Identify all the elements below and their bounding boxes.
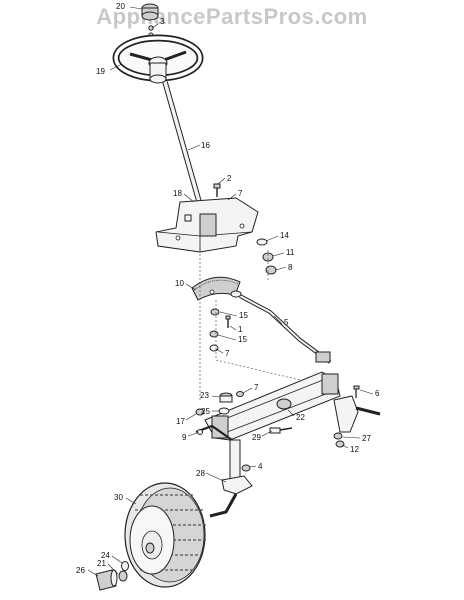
nut-27[interactable] <box>333 432 343 440</box>
washer-14[interactable] <box>256 238 268 246</box>
callout-7-middle: 7 <box>225 349 230 358</box>
callout-10: 10 <box>175 279 184 288</box>
callout-14: 14 <box>280 231 289 240</box>
bolt-29[interactable] <box>269 427 293 434</box>
right-spindle[interactable] <box>333 395 381 433</box>
callout-9: 9 <box>182 433 187 442</box>
callout-2: 2 <box>227 174 232 183</box>
nut-17[interactable] <box>195 408 205 416</box>
nut-7-middle[interactable] <box>209 344 219 352</box>
nut-8[interactable] <box>265 265 277 275</box>
nut-12[interactable] <box>335 440 345 448</box>
washer-24[interactable] <box>121 561 129 571</box>
steering-shaft[interactable] <box>162 81 203 206</box>
callout-16: 16 <box>201 141 210 150</box>
steering-cap[interactable] <box>141 3 159 21</box>
bushing-25[interactable] <box>218 407 230 415</box>
callout-15-lower: 15 <box>238 335 247 344</box>
callout-20: 20 <box>116 2 125 11</box>
bolt-6[interactable] <box>353 385 360 398</box>
bushing-21[interactable] <box>118 570 128 582</box>
bushing-23[interactable] <box>219 392 233 403</box>
callout-26: 26 <box>76 566 85 575</box>
callout-19: 19 <box>96 67 105 76</box>
callout-1: 1 <box>238 325 243 334</box>
nut-11[interactable] <box>262 252 274 262</box>
nut-15-upper[interactable] <box>210 308 220 316</box>
callout-4: 4 <box>258 462 263 471</box>
steering-wheel[interactable] <box>112 34 204 84</box>
callout-3: 3 <box>160 17 165 26</box>
callout-7-lower: 7 <box>254 383 259 392</box>
front-axle-22[interactable] <box>204 371 341 441</box>
left-spindle-28[interactable] <box>209 439 253 518</box>
callout-11: 11 <box>286 248 295 257</box>
callout-22: 22 <box>296 413 305 422</box>
steering-bracket[interactable] <box>155 197 259 253</box>
nut-15-lower[interactable] <box>209 330 219 338</box>
callout-15-upper: 15 <box>239 311 248 320</box>
callout-6: 6 <box>375 389 380 398</box>
front-tire-30[interactable] <box>124 482 206 588</box>
callout-29: 29 <box>252 433 261 442</box>
bolt-2[interactable] <box>213 183 221 197</box>
callout-5: 5 <box>284 318 289 327</box>
callout-21: 21 <box>97 559 106 568</box>
drag-link-5[interactable] <box>230 290 332 364</box>
callout-8: 8 <box>288 263 293 272</box>
nut-7-lower[interactable] <box>236 391 244 397</box>
callout-7-upper: 7 <box>238 189 243 198</box>
callout-25: 25 <box>201 407 210 416</box>
callout-30: 30 <box>114 493 123 502</box>
watermark: AppliancePartsPros.com <box>96 4 368 29</box>
callout-24: 24 <box>101 551 110 560</box>
leader-lines <box>87 6 374 577</box>
callout-23: 23 <box>200 391 209 400</box>
callout-12: 12 <box>350 445 359 454</box>
callout-18: 18 <box>173 189 182 198</box>
callout-17: 17 <box>176 417 185 426</box>
tie-rod-9[interactable] <box>195 424 233 441</box>
callout-27: 27 <box>362 434 371 443</box>
callout-numbers: 20 3 19 16 2 18 7 14 11 8 10 15 5 1 15 7… <box>76 2 380 575</box>
callout-28: 28 <box>196 469 205 478</box>
bolt-1[interactable] <box>225 315 231 328</box>
sector-gear-10[interactable] <box>191 276 241 301</box>
cap-26[interactable] <box>95 569 118 591</box>
